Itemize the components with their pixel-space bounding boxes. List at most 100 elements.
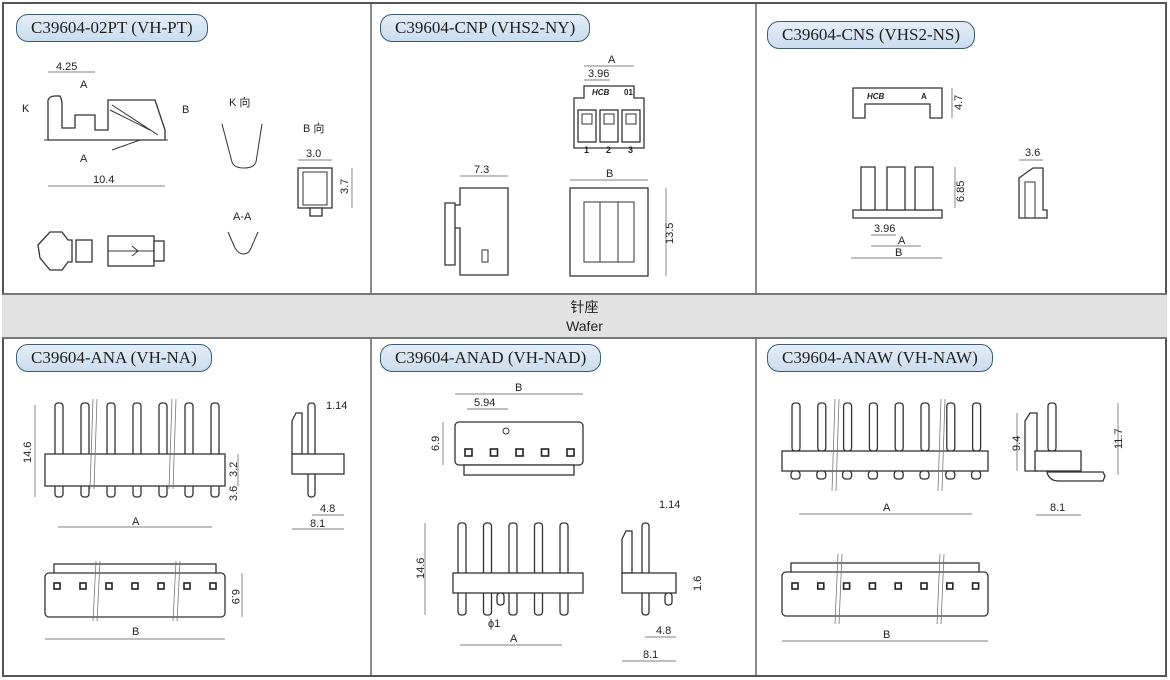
pin xyxy=(457,522,467,616)
cnp-rear-view xyxy=(569,187,649,277)
label-k-view: K 向 xyxy=(229,95,250,109)
dim-8-1: 8.1 xyxy=(1050,502,1065,514)
dim-4-7: 4.7 xyxy=(953,95,965,110)
column-divider xyxy=(370,4,372,293)
label-k: K xyxy=(22,103,30,115)
pin xyxy=(868,402,879,452)
dim-13-5: 13.5 xyxy=(664,223,676,244)
anaw-contact-row xyxy=(791,582,980,590)
section-aa-profile xyxy=(227,231,259,255)
contact-square xyxy=(842,582,851,590)
dim-3-6: 3.6 xyxy=(228,486,240,501)
ana-bottom-view xyxy=(44,572,226,618)
label-section-aa: A-A xyxy=(233,211,252,223)
title-terminal: C39604-02PT (VH-PT) xyxy=(16,14,208,42)
wafer-anad-drawing: B 5.94 6.9 14.6 ϕ1 A 1.14 1.6 4.8 8.1 xyxy=(415,382,704,662)
dim-4-8: 4.8 xyxy=(656,625,671,637)
housing-cnp-drawing: A 3.96 HCB 01 1 2 3 7.3 B 13.5 xyxy=(444,54,676,277)
anad-body xyxy=(452,572,584,594)
anad-side-body xyxy=(621,572,677,594)
b-view-body xyxy=(297,167,333,209)
title-wafer-ana: C39604-ANA (VH-NA) xyxy=(16,344,212,372)
label-a-bottom: A xyxy=(80,153,88,165)
contact-square xyxy=(515,448,524,457)
contact-square xyxy=(791,582,799,590)
dim-3-7: 3.7 xyxy=(339,179,351,194)
contact-square xyxy=(816,582,825,590)
pin xyxy=(867,470,879,480)
ana-side-body xyxy=(291,453,345,475)
cnp-cavity-3 xyxy=(621,109,641,143)
pin xyxy=(893,470,904,480)
title-housing-cnp: C39604-CNP (VHS2-NY) xyxy=(380,14,591,42)
label-b: B xyxy=(132,626,139,638)
dim-7-3: 7.3 xyxy=(474,164,489,176)
pin xyxy=(508,522,518,616)
ana-side-pin xyxy=(307,402,316,498)
break-lines xyxy=(89,398,177,490)
contact-square xyxy=(131,582,139,590)
contact-square xyxy=(566,448,575,457)
pin xyxy=(971,402,982,452)
anaw-side-body xyxy=(1034,450,1082,472)
dim-6-9: 6.9 xyxy=(229,589,241,604)
contact-square xyxy=(946,582,954,590)
anad-pin-row xyxy=(457,522,569,616)
column-divider xyxy=(755,339,757,675)
contact-square xyxy=(971,582,980,590)
mark-01: 01 xyxy=(624,88,633,97)
dim-11-7: 11.7 xyxy=(1113,428,1125,449)
dim-4-8: 4.8 xyxy=(320,503,335,515)
contact-square xyxy=(79,582,87,590)
anaw-body xyxy=(781,450,989,472)
contact-square xyxy=(209,582,217,590)
anaw-foot-row xyxy=(790,470,982,480)
terminal-crimp xyxy=(37,231,73,271)
cnp-side-view xyxy=(447,187,509,276)
pin xyxy=(817,402,827,452)
label-b: B xyxy=(515,382,522,394)
label-a: A xyxy=(898,235,906,247)
contact-square xyxy=(157,582,165,590)
dim-6-85: 6.85 xyxy=(955,181,967,202)
contact-square xyxy=(183,582,191,590)
contact-square xyxy=(105,582,113,590)
dim-1-14: 1.14 xyxy=(326,400,347,412)
contact-square xyxy=(53,582,61,590)
pin xyxy=(945,470,956,480)
wafer-section-banner: 针座 Wafer xyxy=(2,293,1167,339)
wafer-ana-drawing: 14.6 3.2 3.6 A 1.14 4.8 8.1 6.9 B xyxy=(22,398,347,640)
dim-3-6: 3.6 xyxy=(1025,147,1040,159)
contact-square xyxy=(894,582,902,590)
mark-a: A xyxy=(921,92,927,101)
contact-square xyxy=(540,448,550,457)
dim-4-25: 4.25 xyxy=(56,61,77,73)
anad-contact-row xyxy=(464,448,575,457)
cns-side-view xyxy=(1018,167,1048,219)
contact-square xyxy=(868,582,877,590)
dim-3-96: 3.96 xyxy=(874,223,895,235)
anaw-bottom-view xyxy=(781,571,989,617)
label-b: B xyxy=(895,247,902,259)
pin xyxy=(816,470,827,480)
label-a: A xyxy=(132,516,140,528)
title-wafer-anad: C39604-ANAD (VH-NAD) xyxy=(380,344,602,372)
pin xyxy=(790,470,801,480)
pin-label-3: 3 xyxy=(628,145,633,155)
title-wafer-anaw: C39604-ANAW (VH-NAW) xyxy=(767,344,993,372)
pin xyxy=(970,470,982,480)
terminal-side-view xyxy=(47,95,166,141)
cnp-cavity-2 xyxy=(599,109,619,143)
dim-5-94: 5.94 xyxy=(474,397,495,409)
anad-side-pin xyxy=(641,522,650,616)
dim-phi-1: ϕ1 xyxy=(488,618,500,630)
label-b-view: B 向 xyxy=(303,121,324,135)
anad-top-view xyxy=(454,421,584,466)
label-b: B xyxy=(182,104,189,116)
ana-body xyxy=(44,453,226,487)
contact-square xyxy=(464,448,473,457)
pin-label-2: 2 xyxy=(606,145,611,155)
label-a: A xyxy=(608,54,616,66)
cns-front-base xyxy=(852,209,943,219)
